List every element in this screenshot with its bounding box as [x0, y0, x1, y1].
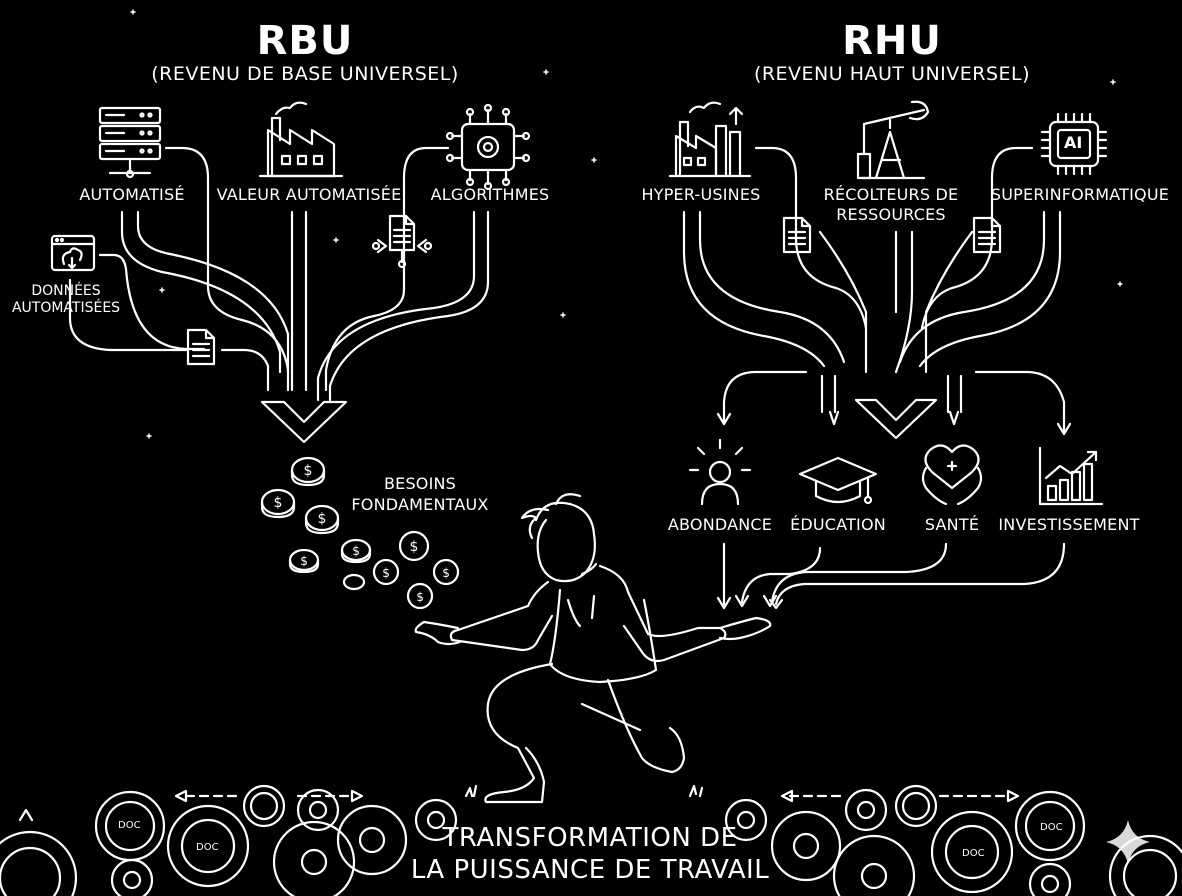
svg-text:$: $: [416, 590, 424, 604]
svg-text:$: $: [304, 463, 313, 479]
svg-text:$: $: [410, 539, 419, 555]
oil-pump-icon: [856, 100, 930, 180]
rhu-subtitle: (REVENU HAUT UNIVERSEL): [753, 63, 1031, 85]
source-automatise: AUTOMATISÉ: [79, 185, 185, 204]
hyper-factory-icon: [668, 101, 752, 178]
source-superinformatique: SUPERINFORMATIQUE: [990, 185, 1170, 204]
doc-label: DOC: [196, 842, 219, 853]
doc-label: DOC: [962, 848, 985, 859]
abundance-icon: [688, 438, 752, 506]
rbu-title: RBU: [256, 18, 354, 64]
output-besoins-line1: BESOINS: [383, 474, 457, 493]
source-recolteurs-line1: RÉCOLTEURS DE: [823, 185, 959, 204]
output-investissement: INVESTISSEMENT: [998, 515, 1140, 534]
sparkle-icon: [1106, 820, 1150, 864]
investment-chart-icon: [1038, 446, 1104, 506]
svg-text:$: $: [318, 511, 327, 527]
graduation-cap-icon: [798, 456, 878, 505]
document-exchange-icon: [371, 214, 433, 269]
svg-text:$: $: [442, 566, 450, 580]
doc-label: DOC: [118, 820, 141, 831]
health-hands-icon: [921, 444, 983, 506]
rbu-flow-lines: [68, 146, 490, 444]
source-donnees-line1: DONNÉES: [31, 283, 101, 299]
factory-icon: [258, 101, 344, 178]
ai-chip-icon: [1040, 112, 1108, 176]
stars: [130, 9, 1123, 439]
document-icon-3: [972, 216, 1002, 254]
document-icon-2: [782, 216, 812, 254]
source-algorithmes: ALGORITHMES: [430, 185, 550, 204]
coins: $ $ $ $ $ $ $ $ $: [260, 456, 460, 610]
document-icon: [186, 328, 216, 366]
bottom-title-line1: TRANSFORMATION DE: [442, 823, 738, 853]
doc-label: DOC: [1040, 822, 1063, 833]
svg-text:$: $: [352, 544, 360, 558]
source-recolteurs-line2: RESSOURCES: [836, 205, 946, 224]
ai-chip-label: AI: [1064, 133, 1083, 152]
svg-text:$: $: [274, 495, 283, 511]
output-education: ÉDUCATION: [790, 515, 886, 534]
kneeling-person: [414, 493, 772, 804]
gears-row: [0, 784, 1182, 896]
source-donnees-line2: AUTOMATISÉES: [11, 300, 121, 316]
output-sante: SANTÉ: [924, 515, 980, 534]
algorithm-chip-icon: [445, 103, 531, 191]
output-besoins-line2: FONDAMENTAUX: [351, 495, 489, 514]
rhu-flow-lines: [682, 146, 1072, 610]
output-abondance: ABONDANCE: [667, 515, 773, 534]
svg-text:$: $: [300, 554, 308, 568]
rhu-title: RHU: [842, 18, 942, 64]
svg-text:$: $: [382, 566, 390, 580]
server-icon: [98, 106, 162, 179]
source-valeur-automatisee: VALEUR AUTOMATISÉE: [216, 185, 402, 204]
source-hyper-usines: HYPER-USINES: [641, 185, 761, 204]
rbu-subtitle: (REVENU DE BASE UNIVERSEL): [151, 63, 459, 85]
data-window-icon: [50, 234, 96, 272]
bottom-title-line2: LA PUISSANCE DE TRAVAIL: [410, 855, 770, 885]
